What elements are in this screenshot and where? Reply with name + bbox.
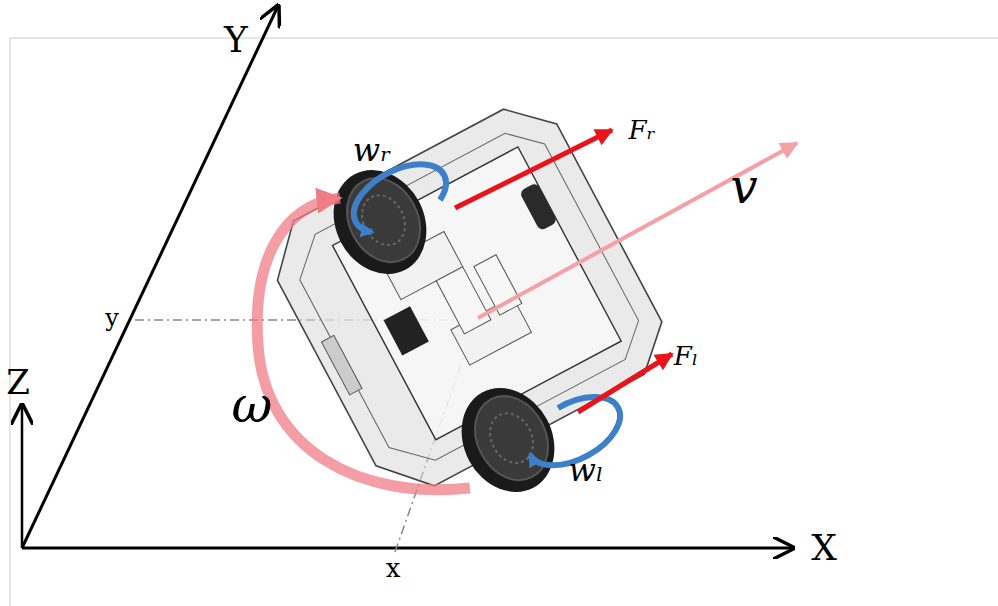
force-label: Fₗ <box>674 343 698 369</box>
velocity-label: v <box>730 162 757 210</box>
x-axis <box>22 547 793 550</box>
z-axis <box>21 405 24 548</box>
wheel-rotation-arrow <box>354 164 446 232</box>
frame-line <box>10 38 998 39</box>
wheel-hub <box>461 383 562 493</box>
sensor-part <box>519 182 558 231</box>
wheel-hub <box>333 165 434 275</box>
battery-clip <box>384 306 429 355</box>
axis-label: Y <box>224 22 248 58</box>
velocity-arrow <box>478 143 797 318</box>
axis-label: Z <box>6 365 30 399</box>
force-arrow <box>455 130 612 208</box>
axis-label: X <box>811 530 837 566</box>
connector-part <box>321 335 362 395</box>
wheel-speed-label: wᵣ <box>353 134 392 166</box>
force-label: Fᵣ <box>628 117 655 143</box>
angular-velocity-label: ω <box>232 380 273 430</box>
coordinate-label: x <box>386 555 401 581</box>
chassis-cavity <box>332 147 621 440</box>
y-axis <box>22 6 278 548</box>
angular-velocity-arrow <box>257 198 470 490</box>
coordinate-label: y <box>105 306 119 330</box>
force-arrow <box>578 354 672 412</box>
wheel-speed-label: wₗ <box>568 454 603 486</box>
frame-line <box>10 38 11 606</box>
